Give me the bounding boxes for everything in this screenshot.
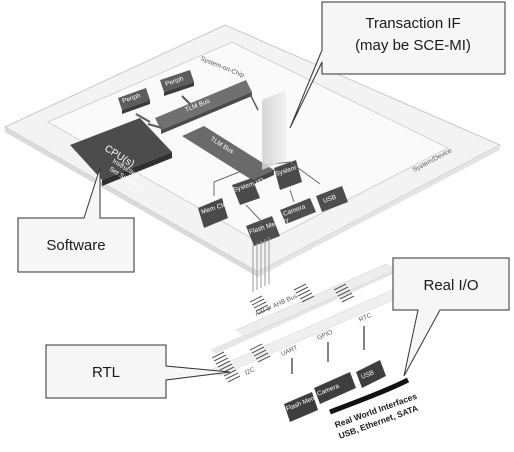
- bus-stripes-4: [211, 351, 241, 383]
- mem-ctrl-block: Mem Ctrl: [198, 198, 228, 228]
- system-on-chip-panel: [46, 41, 450, 245]
- bus-stripes-2: [293, 283, 315, 303]
- svg-text:USB: USB: [360, 369, 375, 381]
- bus-stripes-1: [249, 295, 271, 315]
- svg-text:USB: USB: [322, 194, 337, 205]
- software-label: Software: [46, 237, 105, 254]
- callout-rtl: RTL: [45, 344, 231, 399]
- system-device-board-edge-right: [258, 145, 500, 277]
- camera-block-rtl: Camera: [314, 372, 356, 404]
- bus-stripes-3: [333, 283, 355, 303]
- transaction-if-line2: (may be SCE-MI): [355, 37, 471, 54]
- cpu-connector: [147, 123, 163, 129]
- real-world-cable: [329, 377, 410, 415]
- bus-stripes-5: [249, 343, 271, 363]
- rtc-label: RTC: [358, 312, 373, 324]
- system-device-board-edge: [5, 127, 258, 277]
- transaction-if-line1: Transaction IF: [365, 15, 460, 32]
- bus-drop-connector: [249, 93, 259, 111]
- rtl-label: RTL: [92, 364, 120, 381]
- soc-wiring: [213, 161, 321, 196]
- i2c-label: I2C: [244, 366, 256, 377]
- vertical-wires: [252, 237, 270, 292]
- callout-software: Software: [17, 167, 135, 273]
- usb-block-soc: USB: [316, 186, 348, 212]
- rtl-pins: [291, 326, 365, 374]
- callout-transaction-if: Transaction IF (may be SCE-MI): [289, 1, 506, 129]
- system-io-block-2: System I/O: [274, 160, 307, 190]
- soc-wiring-2: [245, 204, 263, 223]
- callout-real-io: Real I/O: [392, 257, 510, 377]
- periph2-connector: [181, 95, 191, 105]
- periph1-connector: [135, 113, 151, 123]
- transaction-beam: [262, 90, 286, 170]
- camera-block-soc: Camera: [280, 198, 316, 224]
- usb-block-rtl: USB: [356, 360, 386, 388]
- real-io-label: Real I/O: [423, 277, 478, 294]
- soc-wiring-3: [289, 189, 295, 203]
- periph-block-1: Periph: [118, 88, 150, 114]
- cpu-block: CPU(s) Instruction Set Simulator: [70, 118, 172, 193]
- periph-block-2: Periph: [160, 70, 194, 96]
